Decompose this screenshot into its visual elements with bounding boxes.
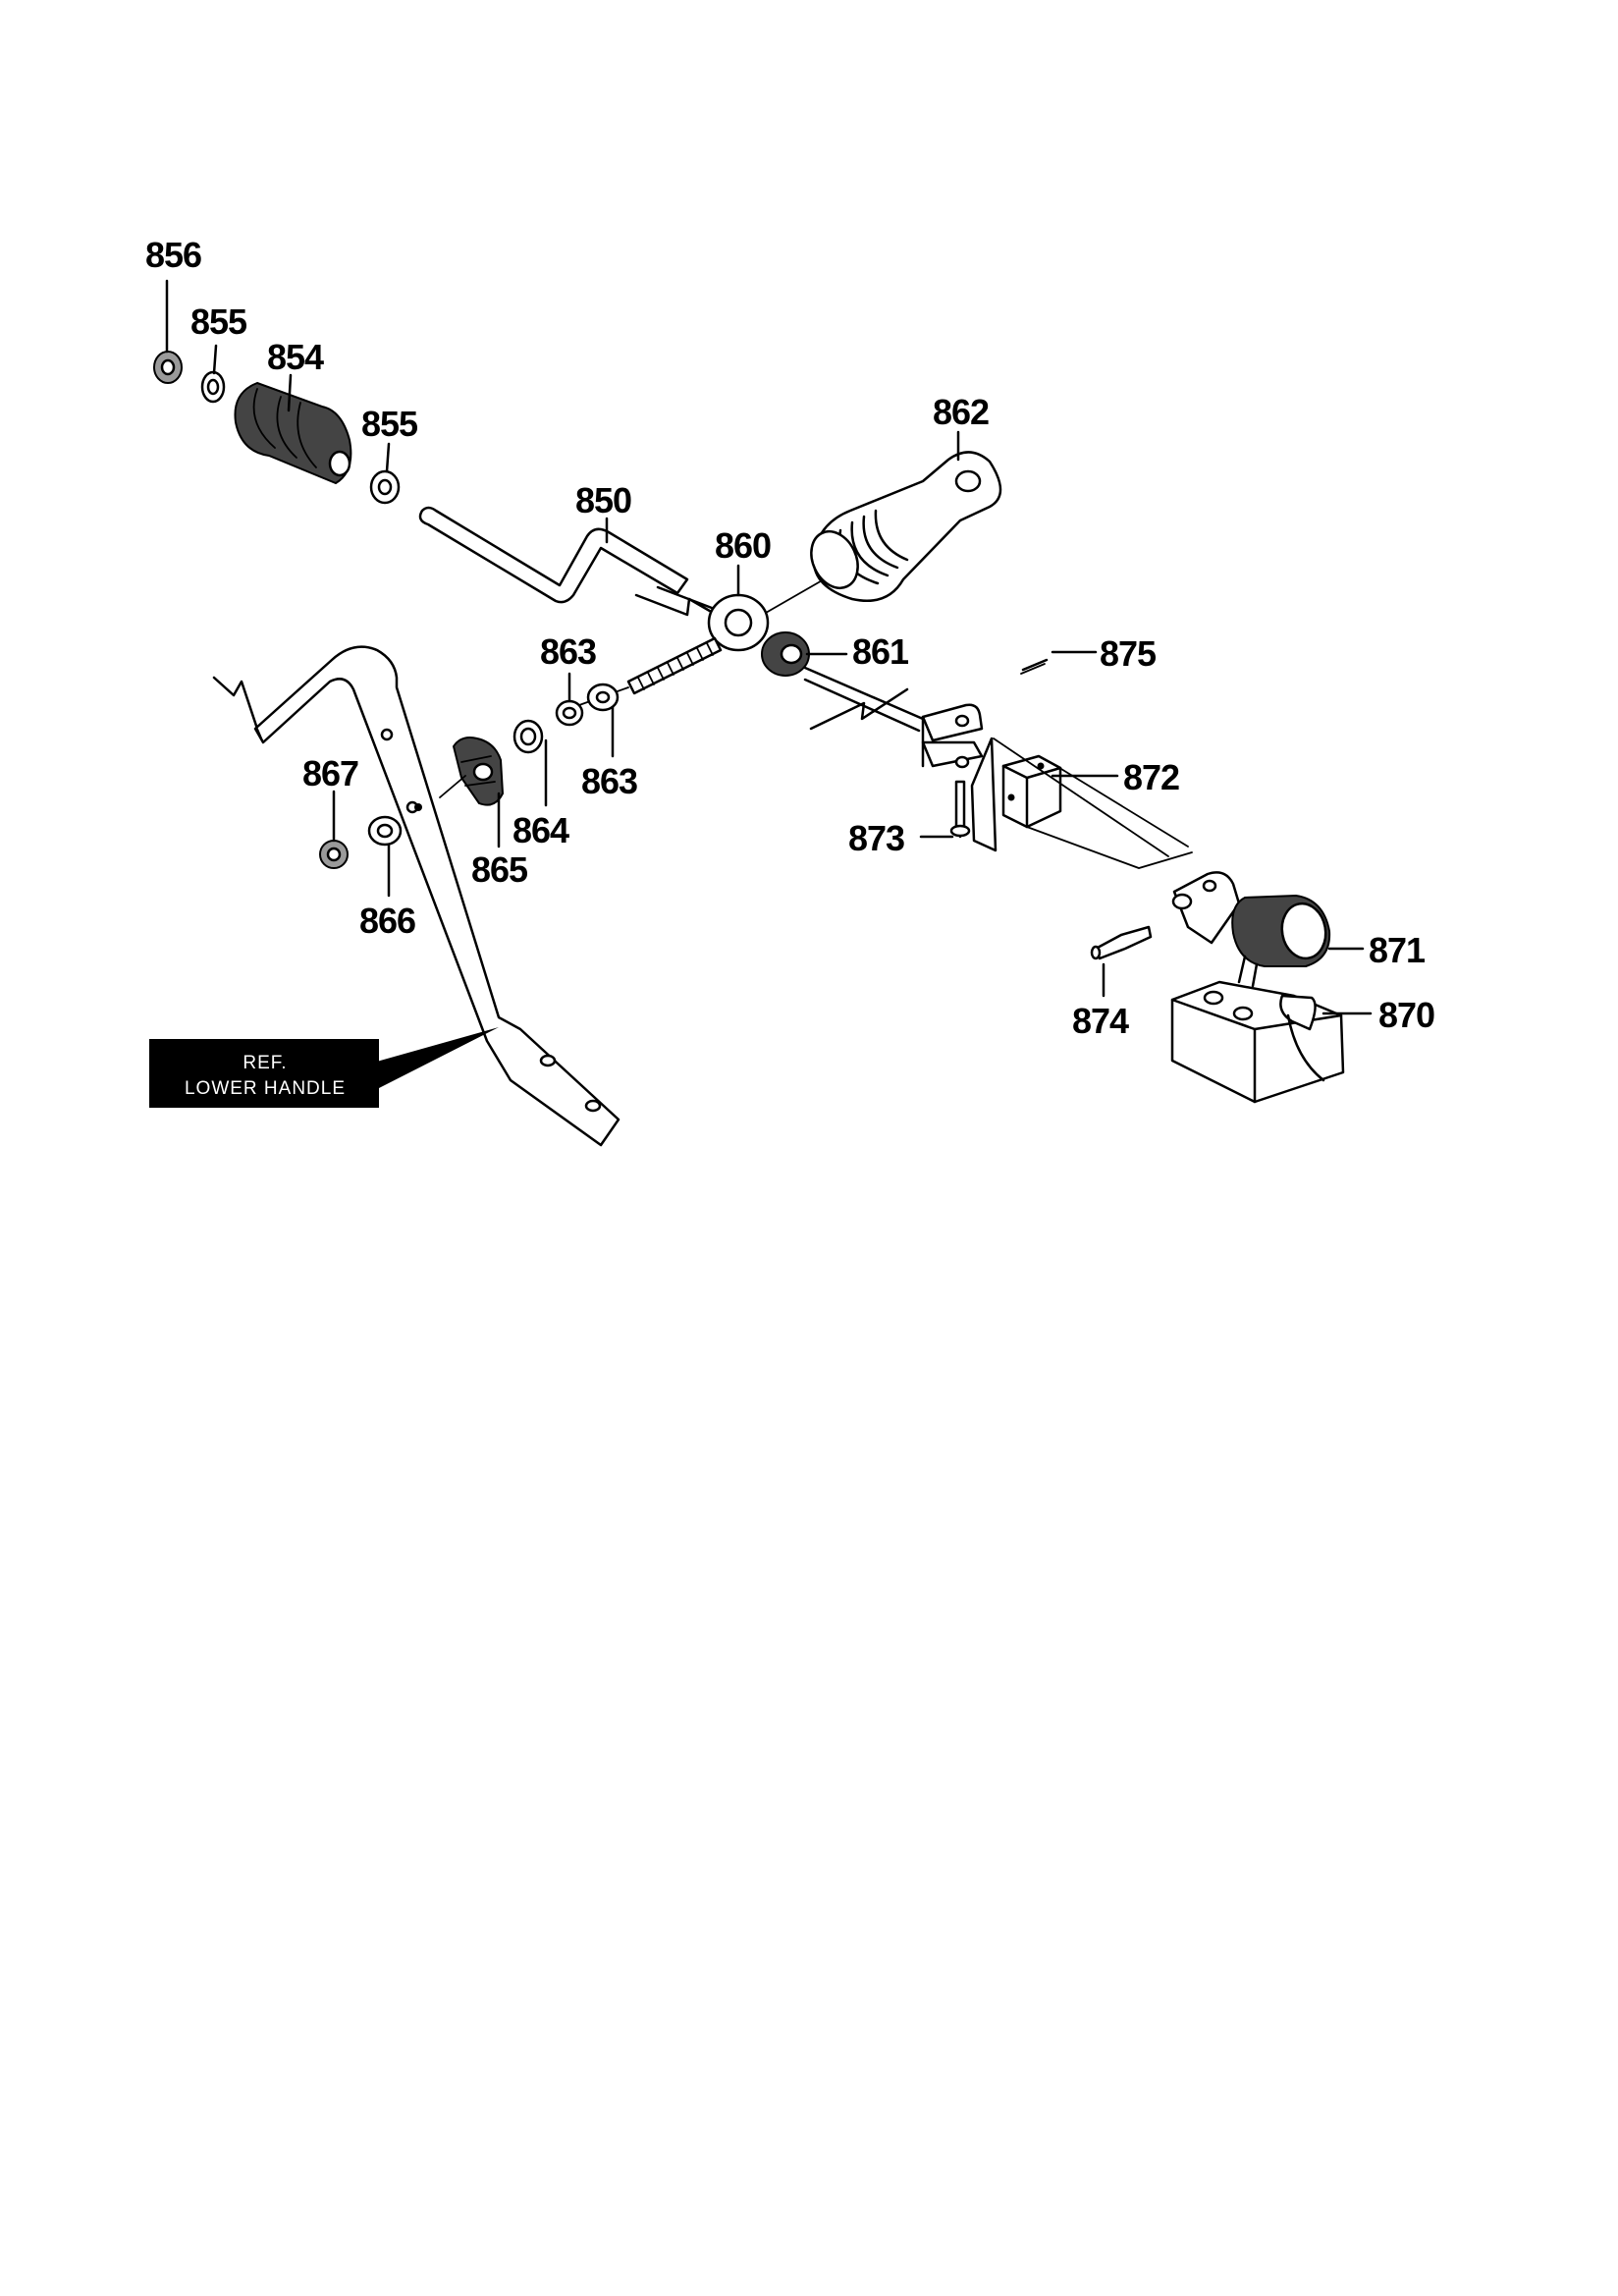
nut-867 xyxy=(319,840,349,869)
washer-856 xyxy=(153,351,183,384)
label-850: 850 xyxy=(575,480,631,520)
nut-863-lower xyxy=(586,683,620,712)
label-872: 872 xyxy=(1123,757,1179,797)
label-860: 860 xyxy=(715,525,771,566)
label-870: 870 xyxy=(1378,995,1434,1035)
label-856: 856 xyxy=(145,235,201,275)
eye-bolt-860 xyxy=(578,567,845,706)
pin-875 xyxy=(1020,658,1049,675)
handle-knob-862 xyxy=(810,451,1002,603)
label-855-right: 855 xyxy=(361,404,418,444)
label-865: 865 xyxy=(471,849,528,890)
pin-874 xyxy=(1090,925,1153,960)
nut-863-upper xyxy=(555,699,584,727)
pin-873 xyxy=(949,780,971,839)
label-862: 862 xyxy=(933,392,989,432)
lower-handle xyxy=(212,645,620,1147)
bracket-865 xyxy=(439,737,505,806)
cylinder-871 xyxy=(1171,871,1331,988)
control-rod-lower xyxy=(803,666,925,733)
washer-855-left xyxy=(200,370,226,404)
rod-850 xyxy=(418,506,728,623)
leader-lines xyxy=(165,279,1373,1015)
nut-861 xyxy=(761,631,810,677)
label-864: 864 xyxy=(512,810,569,850)
label-854: 854 xyxy=(267,337,324,377)
label-863-upper: 863 xyxy=(540,631,596,672)
ref-lower-handle-box: REF. LOWER HANDLE xyxy=(149,1039,379,1108)
ref-label-line2: LOWER HANDLE xyxy=(185,1078,346,1099)
label-873: 873 xyxy=(848,818,904,858)
grip-854 xyxy=(234,381,352,485)
label-861: 861 xyxy=(852,631,909,672)
label-871: 871 xyxy=(1369,930,1426,970)
clevis-assembly-872 xyxy=(921,703,1193,869)
label-874: 874 xyxy=(1072,1001,1129,1041)
label-875: 875 xyxy=(1100,633,1157,674)
label-855-left: 855 xyxy=(190,301,247,342)
label-866: 866 xyxy=(359,901,415,941)
washer-866 xyxy=(367,803,422,847)
washer-855-right xyxy=(369,469,401,505)
washer-864 xyxy=(512,719,544,754)
label-867: 867 xyxy=(302,753,358,793)
base-block-870 xyxy=(1170,980,1345,1104)
part-labels: 856 855 854 855 850 860 862 861 863 863 … xyxy=(145,235,1435,1041)
label-863-lower: 863 xyxy=(581,761,637,801)
ref-label-line1: REF. xyxy=(243,1053,287,1073)
